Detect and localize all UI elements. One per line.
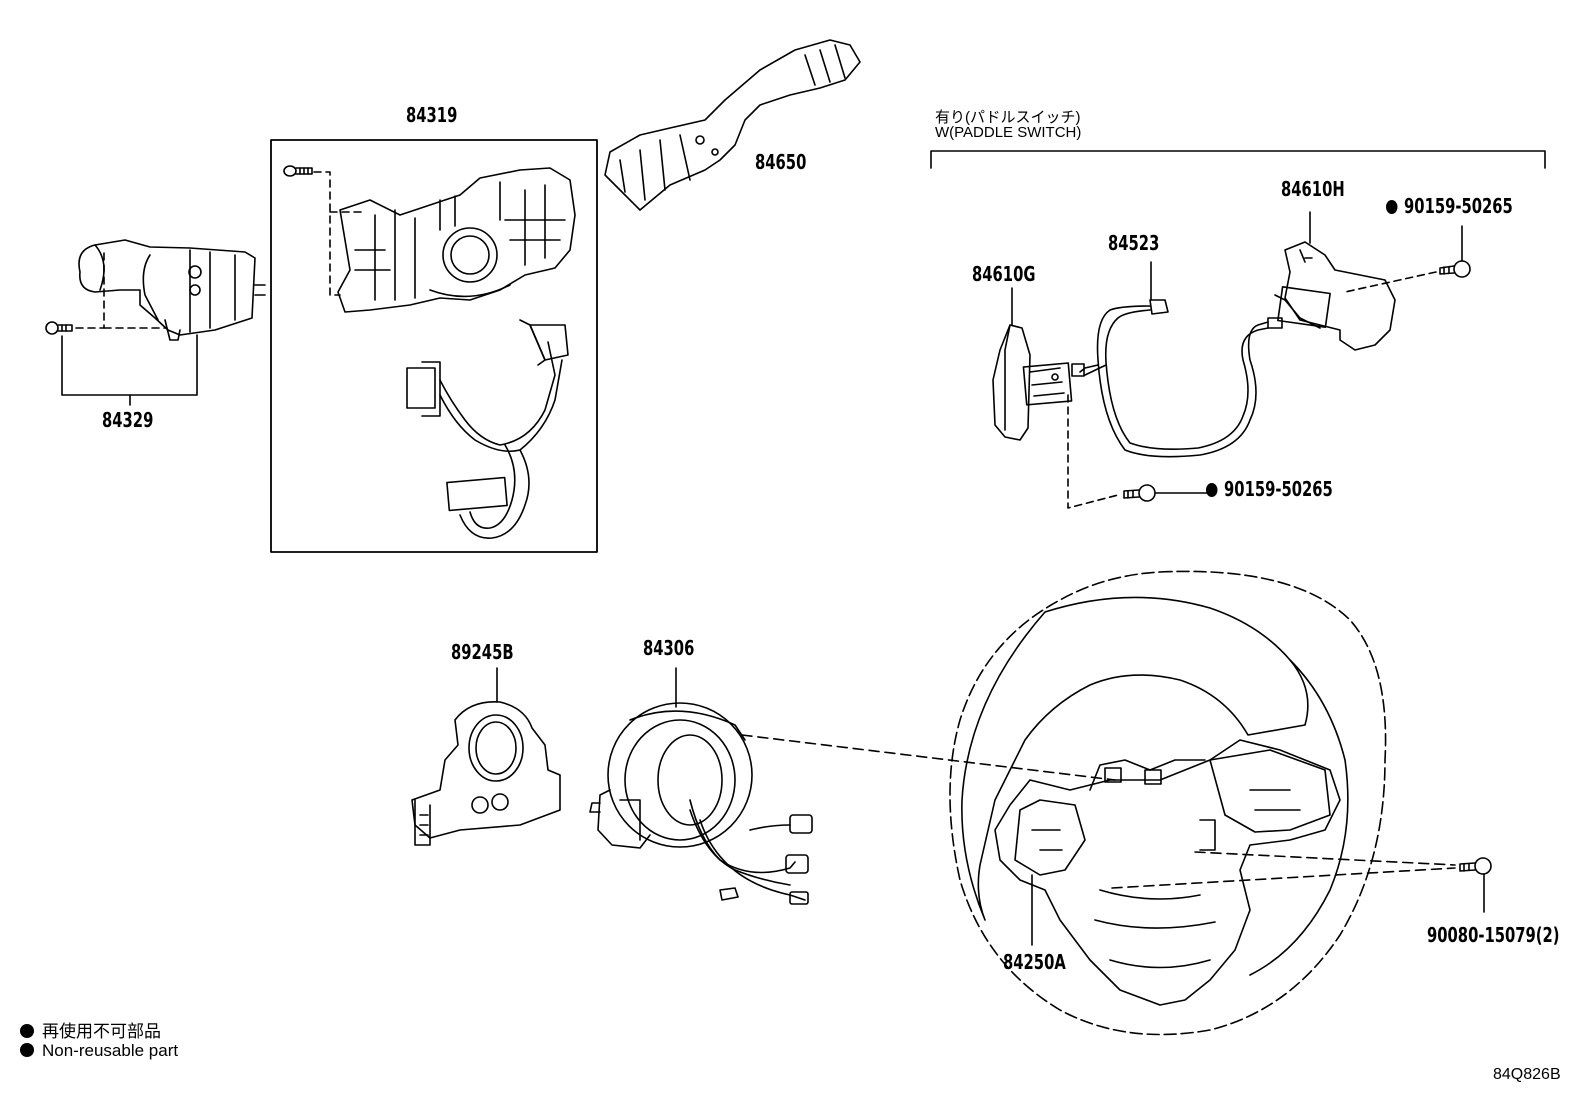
paddle-note-jp: 有り(パドルスイッチ) [935,109,1081,126]
paddle-switch-84610h [1274,241,1396,351]
bracket-84329 [61,334,198,406]
assembly-frame-84319 [270,139,598,553]
part-label-84250a: 84250A [1003,950,1066,974]
screw-icon [1439,260,1471,278]
legend-en: Non-reusable part [20,1041,178,1061]
part-number: 90159-50265 [1224,477,1333,501]
wiper-switch-84650 [604,39,861,211]
screw-icon [45,321,73,335]
combination-switch-body [337,167,576,313]
part-label-84610g: 84610G [972,262,1036,286]
legend-jp-text: 再使用不可部品 [42,1022,161,1041]
paddle-switch-84610g [992,324,1073,441]
leader-dashed [1194,851,1456,866]
legend-jp: 再使用不可部品 [20,1017,161,1042]
leader-dashed [741,734,1116,781]
legend-en-text: Non-reusable part [42,1041,179,1060]
screw-icon [1459,857,1492,875]
part-label-84306: 84306 [643,636,695,660]
leader-dashed [1067,394,1119,509]
steering-wheel-84250a [949,570,1387,1036]
non-reusable-marker-icon [20,1024,34,1038]
paddle-bracket [930,150,1546,169]
part-label-84650: 84650 [755,150,807,174]
diagram-code: 84Q826B [1493,1066,1561,1083]
part-label-84329: 84329 [102,408,154,432]
part-label-90159-top: 90159-50265 [1386,194,1513,218]
spiral-cable-84306 [589,702,813,905]
leader-dashed [313,171,341,296]
part-label-84319: 84319 [406,103,458,127]
screw-icon [283,165,313,177]
leader-dashed [1344,271,1437,293]
screw-icon [1123,484,1156,502]
steering-sensor-89245b [411,701,561,846]
non-reusable-marker-icon [1386,200,1398,214]
paddle-note-en: W(PADDLE SWITCH) [935,124,1082,141]
non-reusable-marker-icon [1206,483,1218,497]
part-label-84610h: 84610H [1281,177,1345,201]
part-label-89245b: 89245B [451,640,514,664]
turn-signal-switch-84329 [78,239,266,341]
part-label-90159-mid: 90159-50265 [1206,477,1333,501]
leader-dashed [1111,867,1456,889]
non-reusable-marker-icon [20,1043,34,1057]
leader-dashed [75,247,105,329]
part-label-84523: 84523 [1108,231,1160,255]
wire-harness [406,319,569,539]
paddle-harness-84523 [1071,299,1283,458]
part-number: 90159-50265 [1404,194,1513,218]
part-label-90080: 90080-15079(2) [1427,923,1560,947]
